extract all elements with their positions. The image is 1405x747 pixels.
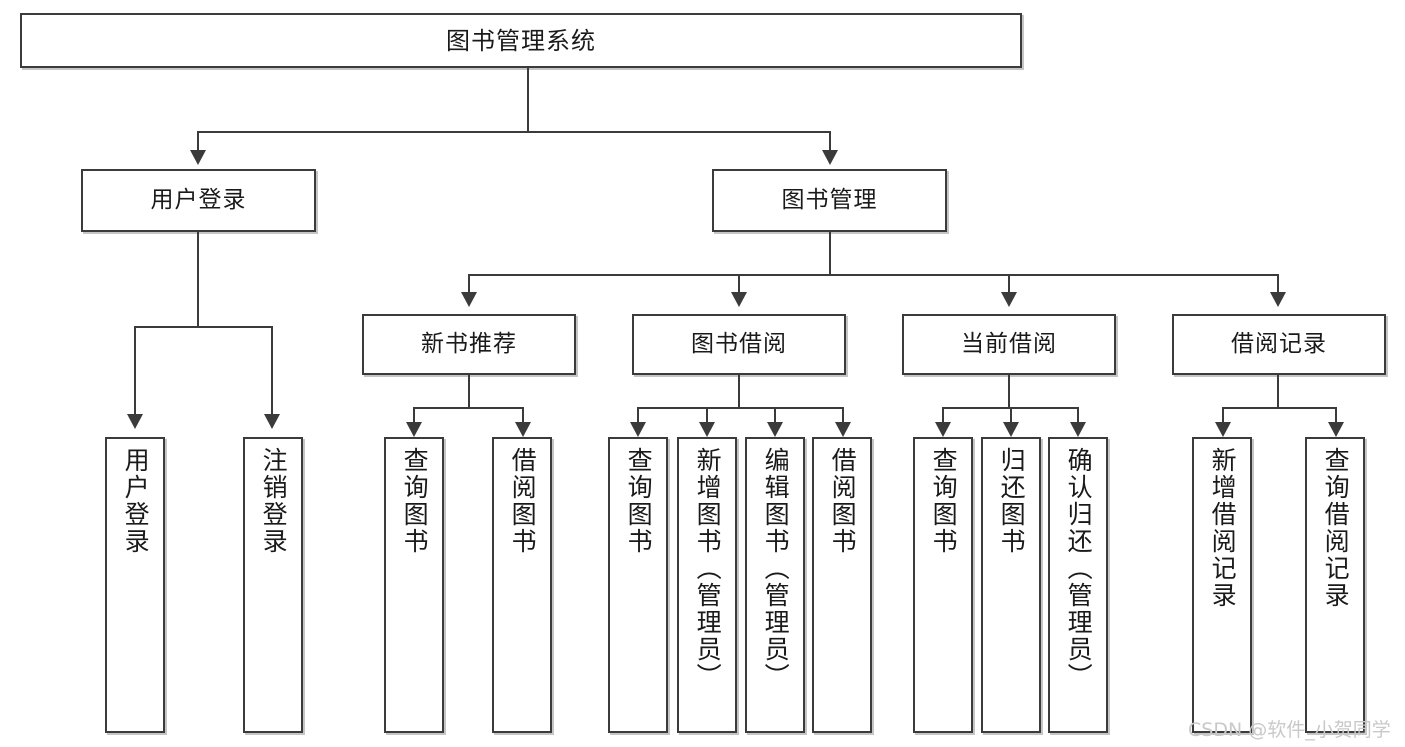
arrowhead-book-borrow-leaf-4	[835, 422, 851, 437]
leaf-query-books-borrow[interactable]: 查询图书	[608, 437, 668, 733]
connector-borrow-records-stem	[1277, 375, 1279, 407]
node-label: 借阅图书	[508, 447, 538, 555]
arrowhead-root-to-book-management	[822, 150, 838, 165]
connector-root-stem	[527, 68, 529, 131]
arrowhead-current-borrow-leaf-2	[1003, 422, 1019, 437]
arrowhead-borrow-records-leaf-1	[1215, 422, 1231, 437]
arrowhead-user-login-leaf-2	[264, 414, 280, 429]
connector-new-book-drop-1	[413, 407, 415, 424]
connector-root-bus	[197, 131, 830, 133]
connector-level2-bus	[468, 274, 1279, 276]
node-label: 编辑图书（管理员）	[761, 447, 791, 690]
node-label: 新增图书（管理员）	[693, 447, 723, 690]
arrowhead-level2-book-borrow	[731, 292, 747, 307]
arrowhead-borrow-records-leaf-2	[1328, 422, 1344, 437]
connector-book-borrow-stem	[738, 375, 740, 407]
node-new-book-recommend[interactable]: 新书推荐	[362, 314, 576, 375]
node-root-library-system[interactable]: 图书管理系统	[20, 13, 1022, 68]
arrowhead-root-to-user-login	[190, 150, 206, 165]
node-label: 用户登录	[121, 447, 151, 555]
connector-user-login-drop-2	[271, 326, 273, 416]
connector-borrow-records-drop-1	[1222, 407, 1224, 424]
connector-level2-drop-3	[1008, 274, 1010, 294]
connector-new-book-stem	[468, 375, 470, 407]
connector-book-borrow-drop-4	[842, 407, 844, 424]
arrowhead-level2-borrow-records	[1270, 292, 1286, 307]
leaf-user-login[interactable]: 用户登录	[105, 437, 165, 733]
arrowhead-level2-new-book	[461, 292, 477, 307]
arrowhead-current-borrow-leaf-1	[935, 422, 951, 437]
leaf-add-borrow-record[interactable]: 新增借阅记录	[1192, 437, 1252, 733]
node-label: 借阅图书	[828, 447, 858, 555]
connector-user-login-bus	[134, 326, 272, 328]
arrowhead-book-borrow-leaf-1	[630, 422, 646, 437]
node-label: 新书推荐	[421, 331, 517, 357]
connector-root-drop-2	[829, 131, 831, 153]
leaf-query-books-current[interactable]: 查询图书	[913, 437, 973, 733]
node-label: 图书管理系统	[446, 26, 596, 55]
arrowhead-level2-current-borrow	[1001, 292, 1017, 307]
connector-level2-drop-2	[738, 274, 740, 294]
leaf-return-books[interactable]: 归还图书	[981, 437, 1041, 733]
node-book-management[interactable]: 图书管理	[712, 169, 947, 232]
node-label: 借阅记录	[1231, 331, 1327, 357]
leaf-borrow-books[interactable]: 借阅图书	[812, 437, 872, 733]
connector-level2-drop-4	[1277, 274, 1279, 294]
node-label: 查询图书	[929, 447, 959, 555]
connector-new-book-drop-2	[522, 407, 524, 424]
connector-borrow-records-bus	[1222, 407, 1336, 409]
node-label: 查询图书	[400, 447, 430, 555]
connector-book-borrow-drop-3	[774, 407, 776, 424]
node-borrow-records[interactable]: 借阅记录	[1172, 314, 1386, 375]
node-label: 当前借阅	[961, 331, 1057, 357]
node-label: 查询借阅记录	[1321, 447, 1351, 609]
node-label: 用户登录	[150, 187, 247, 213]
leaf-query-books-new[interactable]: 查询图书	[384, 437, 444, 733]
node-label: 图书借阅	[691, 331, 787, 357]
connector-current-borrow-drop-1	[942, 407, 944, 424]
node-label: 图书管理	[781, 187, 878, 213]
node-label: 归还图书	[997, 447, 1027, 555]
connector-level2-drop-1	[468, 274, 470, 294]
connector-user-login-stem	[197, 232, 199, 326]
watermark-text: CSDN @软件_小贺同学	[1188, 719, 1391, 741]
arrowhead-book-borrow-leaf-3	[767, 422, 783, 437]
arrowhead-book-borrow-leaf-2	[699, 422, 715, 437]
node-label: 注销登录	[259, 447, 289, 555]
connector-new-book-bus	[413, 407, 523, 409]
connector-book-borrow-bus	[637, 407, 843, 409]
connector-book-borrow-drop-1	[637, 407, 639, 424]
connector-book-management-stem	[829, 232, 831, 274]
leaf-confirm-return-admin[interactable]: 确认归还（管理员）	[1048, 437, 1108, 733]
node-user-login[interactable]: 用户登录	[81, 169, 316, 232]
leaf-borrow-books-new[interactable]: 借阅图书	[492, 437, 552, 733]
node-label: 新增借阅记录	[1208, 447, 1238, 609]
arrowhead-user-login-leaf-1	[127, 414, 143, 429]
connector-book-borrow-drop-2	[706, 407, 708, 424]
connector-root-drop-1	[197, 131, 199, 153]
connector-current-borrow-drop-3	[1077, 407, 1079, 424]
connector-current-borrow-stem	[1008, 375, 1010, 407]
node-current-borrow[interactable]: 当前借阅	[902, 314, 1116, 375]
node-label: 查询图书	[624, 447, 654, 555]
node-book-borrow[interactable]: 图书借阅	[632, 314, 846, 375]
leaf-edit-book-admin[interactable]: 编辑图书（管理员）	[745, 437, 805, 733]
connector-borrow-records-drop-2	[1335, 407, 1337, 424]
leaf-logout[interactable]: 注销登录	[243, 437, 303, 733]
node-label: 确认归还（管理员）	[1064, 447, 1094, 690]
arrowhead-new-book-leaf-2	[515, 422, 531, 437]
leaf-add-book-admin[interactable]: 新增图书（管理员）	[677, 437, 737, 733]
connector-user-login-drop-1	[134, 326, 136, 416]
arrowhead-current-borrow-leaf-3	[1070, 422, 1086, 437]
connector-current-borrow-drop-2	[1010, 407, 1012, 424]
connector-current-borrow-bus	[942, 407, 1077, 409]
leaf-query-borrow-record[interactable]: 查询借阅记录	[1305, 437, 1365, 733]
arrowhead-new-book-leaf-1	[406, 422, 422, 437]
